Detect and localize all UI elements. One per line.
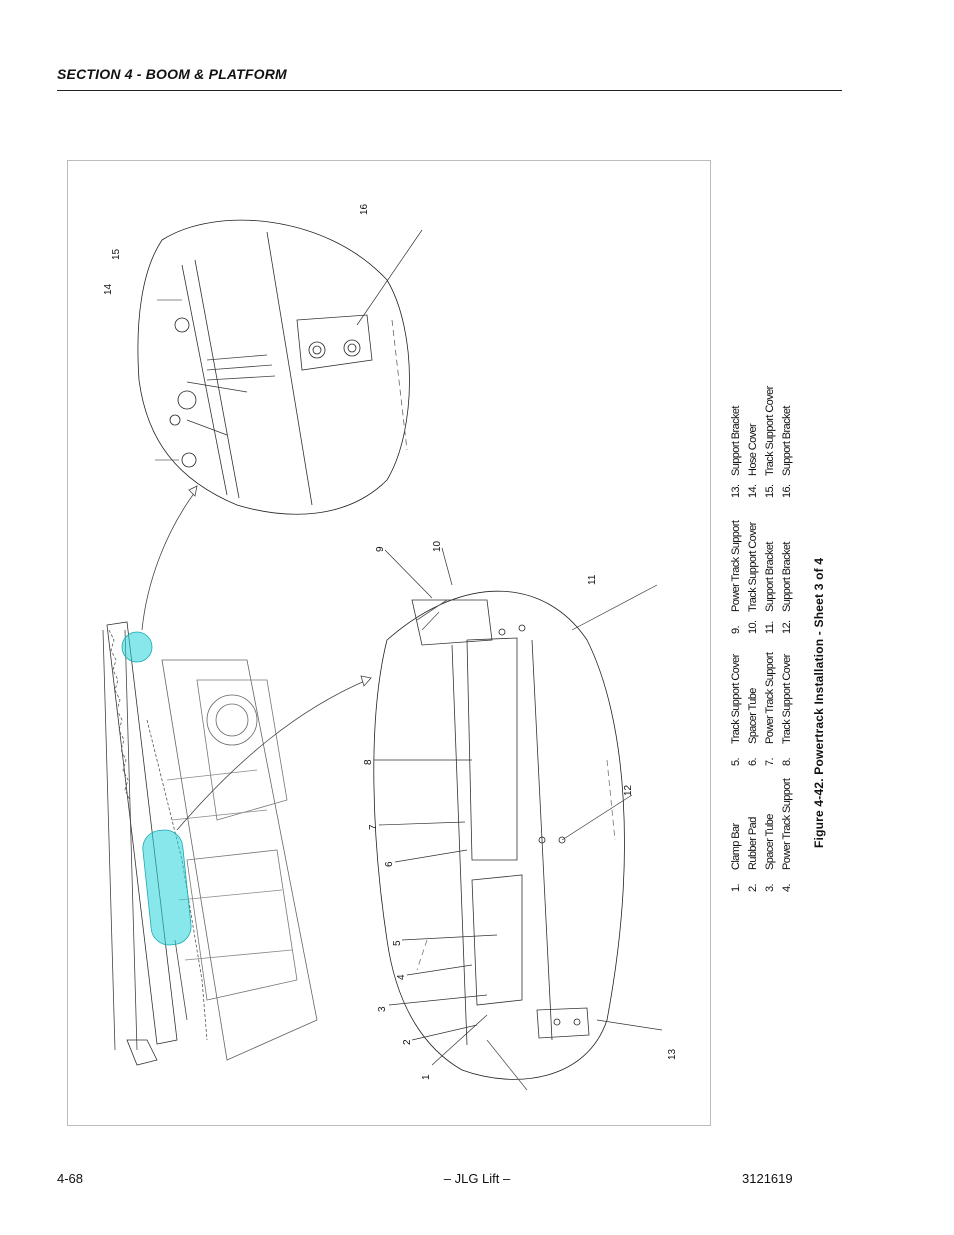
legend-item: 12.Support Bracket: [781, 542, 793, 634]
legend-item: 10.Track Support Cover: [747, 522, 759, 634]
legend-column-4: 13.Support Bracket 14.Hose Cover 15.Trac…: [728, 386, 796, 498]
highlight-region-lower: [142, 829, 192, 946]
boom-overview: [102, 621, 318, 1066]
document-number: 3121619: [742, 1171, 793, 1186]
legend-item: 2.Rubber Pad: [747, 817, 759, 892]
callout-7: 7: [368, 824, 379, 830]
callout-10: 10: [432, 540, 443, 552]
figure-caption: Figure 4-42. Powertrack Installation - S…: [812, 557, 826, 848]
callout-11: 11: [587, 574, 598, 585]
callout-15: 15: [111, 248, 122, 260]
callout-4: 4: [396, 974, 407, 980]
legend-item: 11.Support Bracket: [764, 542, 776, 634]
legend-item: 9.Power Track Support: [730, 520, 742, 634]
callout-3: 3: [377, 1006, 388, 1012]
legend-item: 8.Track Support Cover: [781, 654, 793, 766]
callout-leaders: [186, 229, 663, 1066]
legend-item: 14.Hose Cover: [747, 423, 759, 498]
callout-1: 1: [421, 1074, 432, 1080]
legend-item: 15.Track Support Cover: [764, 386, 776, 498]
callout-5: 5: [392, 940, 403, 946]
legend-item: 1.Clamp Bar: [730, 823, 742, 892]
callout-13: 13: [667, 1048, 678, 1060]
detail-ellipse-lower: [373, 590, 625, 1091]
legend-column-1: 1.Clamp Bar 2.Rubber Pad 3.Spacer Tube 4…: [728, 779, 796, 892]
legend-item: 16.Support Bracket: [781, 406, 793, 498]
legend-column-3: 9.Power Track Support 10.Track Support C…: [728, 521, 796, 634]
page-number: 4-68: [57, 1171, 84, 1186]
header-divider: [57, 90, 842, 91]
figure-frame: [67, 160, 711, 1126]
footer-publisher: – JLG Lift –: [443, 1171, 511, 1186]
detail-circle-upper: [137, 219, 410, 515]
legend-item: 3.Spacer Tube: [764, 814, 776, 892]
callout-16: 16: [359, 203, 370, 215]
legend-column-2: 5.Track Support Cover 6.Spacer Tube 7.Po…: [728, 653, 796, 766]
callout-6: 6: [384, 861, 395, 867]
callout-9: 9: [375, 546, 386, 552]
legend-item: 6.Spacer Tube: [747, 688, 759, 766]
callout-12: 12: [623, 784, 634, 796]
legend-item: 5.Track Support Cover: [730, 654, 742, 766]
callout-14: 14: [103, 283, 114, 295]
callout-2: 2: [402, 1039, 413, 1045]
section-header: SECTION 4 - BOOM & PLATFORM: [57, 66, 287, 82]
callout-8: 8: [363, 759, 374, 765]
legend-item: 7.Power Track Support: [764, 652, 776, 766]
legend-item: 13.Support Bracket: [730, 406, 742, 498]
highlight-region-upper: [121, 631, 153, 663]
callout-labels: 1 2 3 4 5 6 7 8 9 10 11 12 13 14 15 16: [103, 203, 678, 1080]
legend-item: 4.Power Track Support: [781, 778, 793, 892]
powertrack-installation-drawing: 1 2 3 4 5 6 7 8 9 10 11 12 13 14 15 16: [102, 203, 678, 1091]
